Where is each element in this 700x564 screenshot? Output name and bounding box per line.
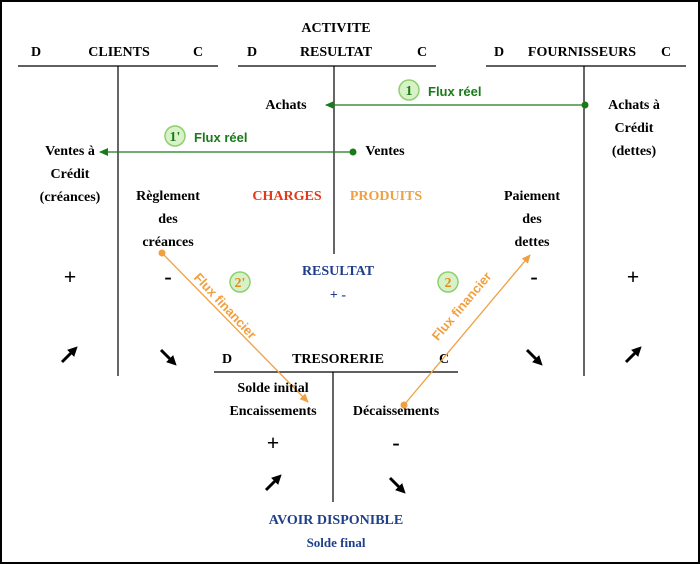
encaissements-label: Encaissements [229,404,317,419]
real-flow-1-label: Flux réel [428,84,481,99]
clients-debit-sign: + [64,264,77,289]
fournisseurs-debit-sign: - [530,264,537,289]
financial-flow-2: 2 Flux financier [400,254,531,409]
tresorerie-title: TRESORERIE [292,352,384,367]
financial-flow-2-origin-dot [400,401,408,409]
ventes-credit-line-3: (créances) [40,190,101,205]
achats-credit-line-3: (dettes) [612,144,657,159]
activity-title: ACTIVITE [301,21,370,36]
real-flow-1p-badge: 1' [170,130,181,145]
ventes-credit-line-1: Ventes à [45,144,95,159]
achats-credit-line-1: Achats à [608,98,660,113]
paiement-line-3: dettes [515,235,551,250]
real-flow-1p-origin-dot [349,148,357,156]
reglement-line-1: Règlement [136,189,200,204]
achats-label: Achats [265,98,307,113]
resultat-account: D RESULTAT C [238,45,436,254]
treso-credit-down-arrow-icon [388,476,406,494]
charges-label: CHARGES [252,189,321,204]
reglement-line-2: des [158,212,178,227]
produits-label: PRODUITS [350,189,423,204]
ventes-credit-line-2: Crédit [51,167,90,182]
solde-initial-label: Solde initial [237,381,308,396]
fournisseurs-credit-label: C [661,45,671,60]
resultat-center-label: RESULTAT [302,264,375,279]
fournisseurs-credit-sign: + [627,264,640,289]
real-flow-1-badge: 1 [406,84,413,99]
clients-title: CLIENTS [88,45,150,60]
reglement-line-3: créances [142,235,194,250]
decaissements-label: Décaissements [353,404,440,419]
resultat-debit-label: D [247,45,257,60]
clients-debit-label: D [31,45,41,60]
financial-flow-2p: 2' Flux financier [158,249,309,403]
fournisseurs-debit-down-arrow-icon [525,348,543,366]
tresorerie-account: D TRESORERIE C [214,352,458,502]
real-flow-1: 1 Flux réel [325,79,589,109]
financial-flow-2p-badge-circle [229,271,251,293]
real-flow-1-badge-circle [398,79,420,101]
fournisseurs-credit-up-arrow-icon [624,346,642,364]
paiement-line-1: Paiement [504,189,560,204]
resultat-title: RESULTAT [300,45,373,60]
tresorerie-debit-label: D [222,352,232,367]
treso-credit-sign: - [392,430,399,455]
fournisseurs-account: D FOURNISSEURS C [486,45,686,376]
clients-debit-up-arrow-icon [60,346,78,364]
clients-credit-down-arrow-icon [159,348,177,366]
ventes-label: Ventes [365,144,405,159]
treso-debit-sign: + [267,430,280,455]
treso-debit-up-arrow-icon [264,474,282,492]
financial-flow-2p-badge: 2' [235,276,246,291]
clients-credit-sign: - [164,264,171,289]
fournisseurs-title: FOURNISSEURS [528,45,636,60]
financial-flow-2-badge: 2 [445,276,452,291]
financial-flow-2-arrow [403,254,531,406]
resultat-credit-label: C [417,45,427,60]
financial-flow-2p-arrow [161,252,309,403]
clients-account: D CLIENTS C [18,45,218,376]
real-flow-1p: 1' Flux réel [99,125,357,156]
real-flow-1p-label: Flux réel [194,130,247,145]
clients-credit-label: C [193,45,203,60]
financial-flow-2-badge-circle [437,271,459,293]
fournisseurs-debit-label: D [494,45,504,60]
solde-final-label: Solde final [307,535,366,550]
real-flow-1-origin-dot [581,101,589,109]
avoir-disponible-label: AVOIR DISPONIBLE [269,513,403,528]
real-flow-1p-badge-circle [164,125,186,147]
resultat-sign: + - [330,288,346,303]
paiement-line-2: des [522,212,542,227]
tresorerie-credit-label: C [439,352,449,367]
achats-credit-line-2: Crédit [615,121,654,136]
financial-flow-2p-origin-dot [158,249,166,257]
